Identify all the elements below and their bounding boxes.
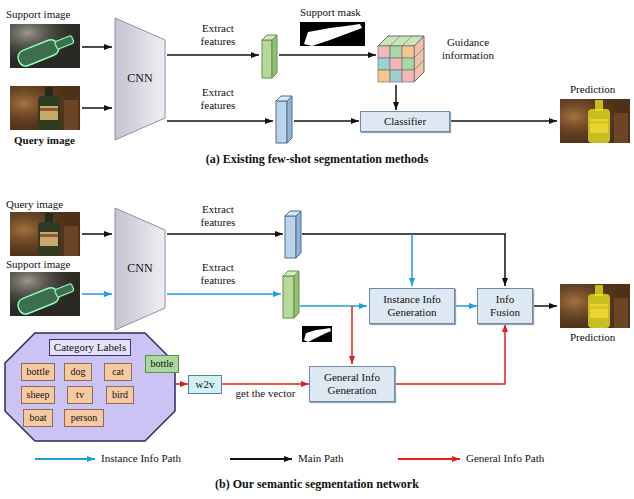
feature-block [283, 271, 299, 318]
panel-a-art [10, 22, 630, 143]
connector-arrow [395, 324, 505, 384]
cnn-encoder: CNN [115, 18, 165, 140]
node-label: sheep [27, 389, 50, 401]
annotation-label: Support mask [300, 6, 361, 19]
node-label: boat [29, 412, 46, 424]
trapezoid-outline [115, 18, 165, 140]
node-label: General Info Generation [314, 371, 390, 396]
connector-arrow [222, 383, 309, 385]
arrow [395, 85, 397, 110]
arrow [82, 107, 112, 109]
node-label: dog [71, 366, 86, 378]
cnn-encoder: CNN [115, 208, 165, 330]
annotation-label: Prediction [570, 331, 615, 344]
annotation-label: Extract features [190, 261, 246, 286]
arrow [167, 120, 273, 122]
selected-tag: bottle [145, 355, 179, 373]
query-photo [10, 86, 80, 130]
legend-label: Instance Info Path [101, 452, 181, 465]
instance-path-line [300, 305, 367, 307]
node-label: Classifier [384, 115, 426, 128]
process-box: General Info Generation [309, 366, 395, 402]
legend-label: Main Path [298, 452, 344, 465]
mask-image [302, 326, 332, 342]
label-set: Category Labels bottle dog cat sheep tv bird bo… [5, 333, 175, 441]
node-label: person [71, 412, 98, 424]
support-photo [10, 24, 80, 68]
figure-caption: (a) Existing few-shot segmentation metho… [0, 153, 634, 167]
general-path-line [351, 306, 353, 364]
arrow [533, 305, 557, 307]
arrow [294, 120, 359, 122]
node-label: CNN [127, 72, 152, 86]
annotation-label: Guidance information [432, 36, 504, 61]
annotation-label: Query image [14, 134, 75, 147]
prediction-photo [560, 99, 630, 143]
arrow [451, 120, 557, 122]
node-label: w2v [196, 378, 215, 391]
arrow [82, 46, 112, 48]
support-photo [10, 272, 80, 316]
category-tag: boat [23, 409, 53, 427]
annotation-label: Extract features [190, 203, 246, 228]
octagon-outline [5, 333, 175, 441]
legend-line [230, 458, 292, 460]
trapezoid-outline [115, 208, 165, 330]
legend-line [35, 458, 95, 460]
legend-label: General Info Path [466, 452, 544, 465]
node-label: tv [76, 389, 84, 401]
category-tag: bottle [21, 363, 55, 381]
category-tag: cat [104, 363, 132, 381]
figure-caption: (b) Our semantic segmentation network [0, 478, 634, 492]
category-tag: dog [64, 363, 92, 381]
mask-image [300, 22, 365, 46]
node-label: Instance Info Generation [374, 293, 450, 318]
embedding-box: w2v [188, 375, 222, 394]
arrow [82, 293, 112, 295]
category-tag: person [64, 409, 104, 427]
query-photo [10, 212, 80, 256]
annotation-label: Support image [6, 258, 70, 271]
arrow [279, 54, 376, 56]
node-label: CNN [127, 262, 152, 276]
feature-block [276, 96, 292, 143]
process-box: Classifier [360, 111, 450, 132]
feature-block [262, 35, 277, 78]
annotation-label: Query image [6, 198, 63, 211]
node-label: Category Labels [49, 339, 131, 356]
arrow [167, 54, 259, 56]
process-box: Instance Info Generation [369, 288, 455, 324]
legend-line [398, 458, 460, 460]
category-tag: bird [106, 386, 134, 404]
feature-block [285, 211, 301, 258]
annotation-label: Extract features [190, 22, 246, 47]
connector-arrow [455, 305, 477, 307]
annotation-label: Support image [6, 8, 70, 21]
main-path-line [302, 234, 505, 286]
guidance-cube [378, 36, 424, 82]
node-label: bird [112, 389, 128, 401]
node-label: Info Fusion [481, 293, 529, 318]
arrow [167, 293, 281, 295]
annotation-label: Prediction [570, 83, 615, 96]
arrow [82, 233, 112, 235]
instance-path-line [411, 234, 413, 286]
prediction-photo [560, 284, 630, 328]
arrow [167, 233, 283, 235]
node-label: bottle [151, 358, 174, 370]
category-tag: sheep [21, 386, 55, 404]
node-label: cat [112, 366, 124, 378]
process-box: Info Fusion [477, 288, 533, 324]
node-label: bottle [27, 366, 50, 378]
annotation-label: Extract features [190, 86, 246, 111]
category-tag: tv [67, 386, 93, 404]
edge-label: get the vector [235, 387, 297, 400]
